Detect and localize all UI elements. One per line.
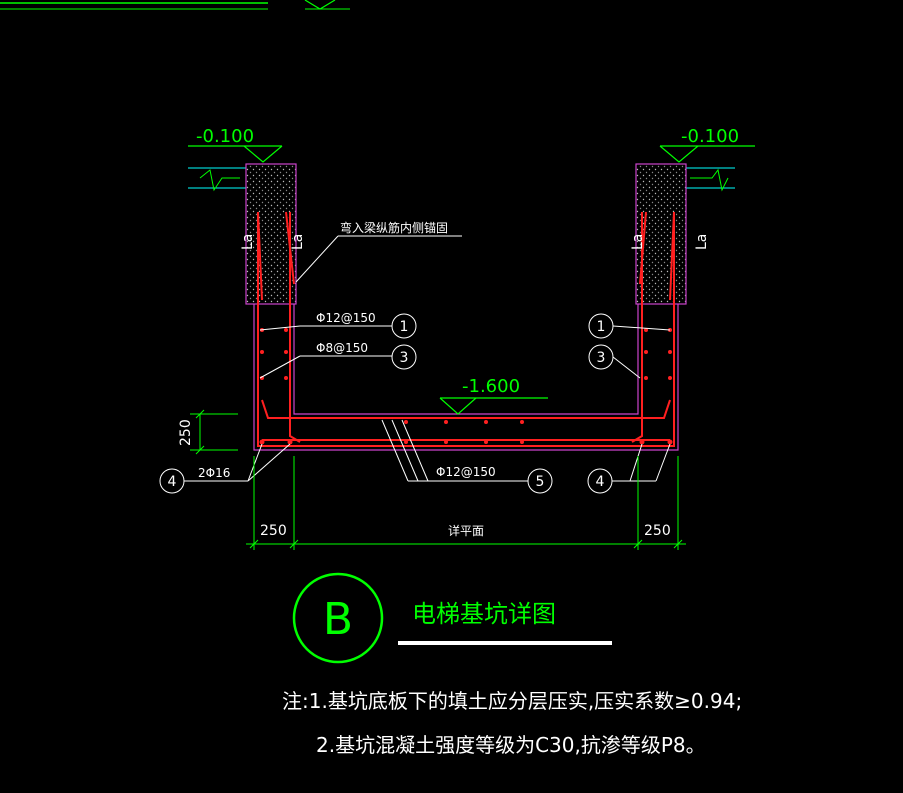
label-corner-bars: 2Φ16 [198, 466, 230, 480]
elevation-top-right: -0.100 [681, 126, 739, 147]
dim-horizontal [246, 456, 686, 550]
title-block: B 电梯基坑详图 [292, 572, 612, 664]
callout-corner-left [159, 443, 291, 494]
top-edge-fragments [0, 0, 350, 10]
elevation-pit-bottom: -1.600 [462, 376, 520, 397]
marker-3-right: 3 [597, 350, 606, 366]
elevation-mark-pit: -1.600 [439, 376, 548, 415]
callout-right [588, 313, 671, 379]
marker-4-right: 4 [596, 474, 605, 490]
rebar-cage [257, 211, 675, 447]
marker-3-left: 3 [400, 350, 409, 366]
marker-1-right: 1 [597, 319, 606, 335]
callout-left [259, 313, 417, 379]
anchor-label-left: La [240, 234, 256, 250]
ground-break-left [188, 167, 246, 192]
title-symbol: B [323, 594, 353, 645]
title-symbol-circle [292, 572, 384, 664]
anchor-label-right-2: La [630, 234, 646, 250]
callout-bottom-slab [381, 419, 553, 494]
dim-middle: 详平面 [448, 523, 484, 538]
ground-break-right [686, 167, 735, 192]
label-bottom-slab: Φ12@150 [436, 465, 496, 479]
title-text: 电梯基坑详图 [412, 600, 556, 628]
dim-slab-thickness-label: 250 [178, 419, 194, 446]
marker-1-left: 1 [400, 319, 409, 335]
elevation-top-left: -0.100 [196, 126, 254, 147]
label-wall-vertical-left: Φ12@150 [316, 311, 376, 325]
dim-left-wall: 250 [260, 523, 287, 539]
rebar-dots [259, 328, 673, 445]
leader-note-text: 弯入梁纵筋内侧锚固 [340, 220, 448, 235]
note-line-2: 2.基坑混凝土强度等级为C30,抗渗等级P8。 [316, 733, 706, 757]
elevation-mark-top-right: -0.100 [659, 126, 755, 163]
anchor-label-right: La [694, 234, 710, 250]
anchor-label-left-2: La [290, 234, 306, 250]
leader-note: 弯入梁纵筋内侧锚固 [295, 220, 462, 283]
dim-right-wall: 250 [644, 523, 671, 539]
elevation-mark-top-left: -0.100 [188, 126, 283, 163]
marker-5: 5 [536, 474, 545, 490]
marker-4-left: 4 [168, 474, 177, 490]
label-wall-horizontal-left: Φ8@150 [316, 341, 368, 355]
callout-corner-right [587, 443, 671, 494]
note-line-1: 注:1.基坑底板下的填土应分层压实,压实系数≥0.94; [282, 689, 742, 713]
dim-slab-thickness [190, 409, 238, 455]
